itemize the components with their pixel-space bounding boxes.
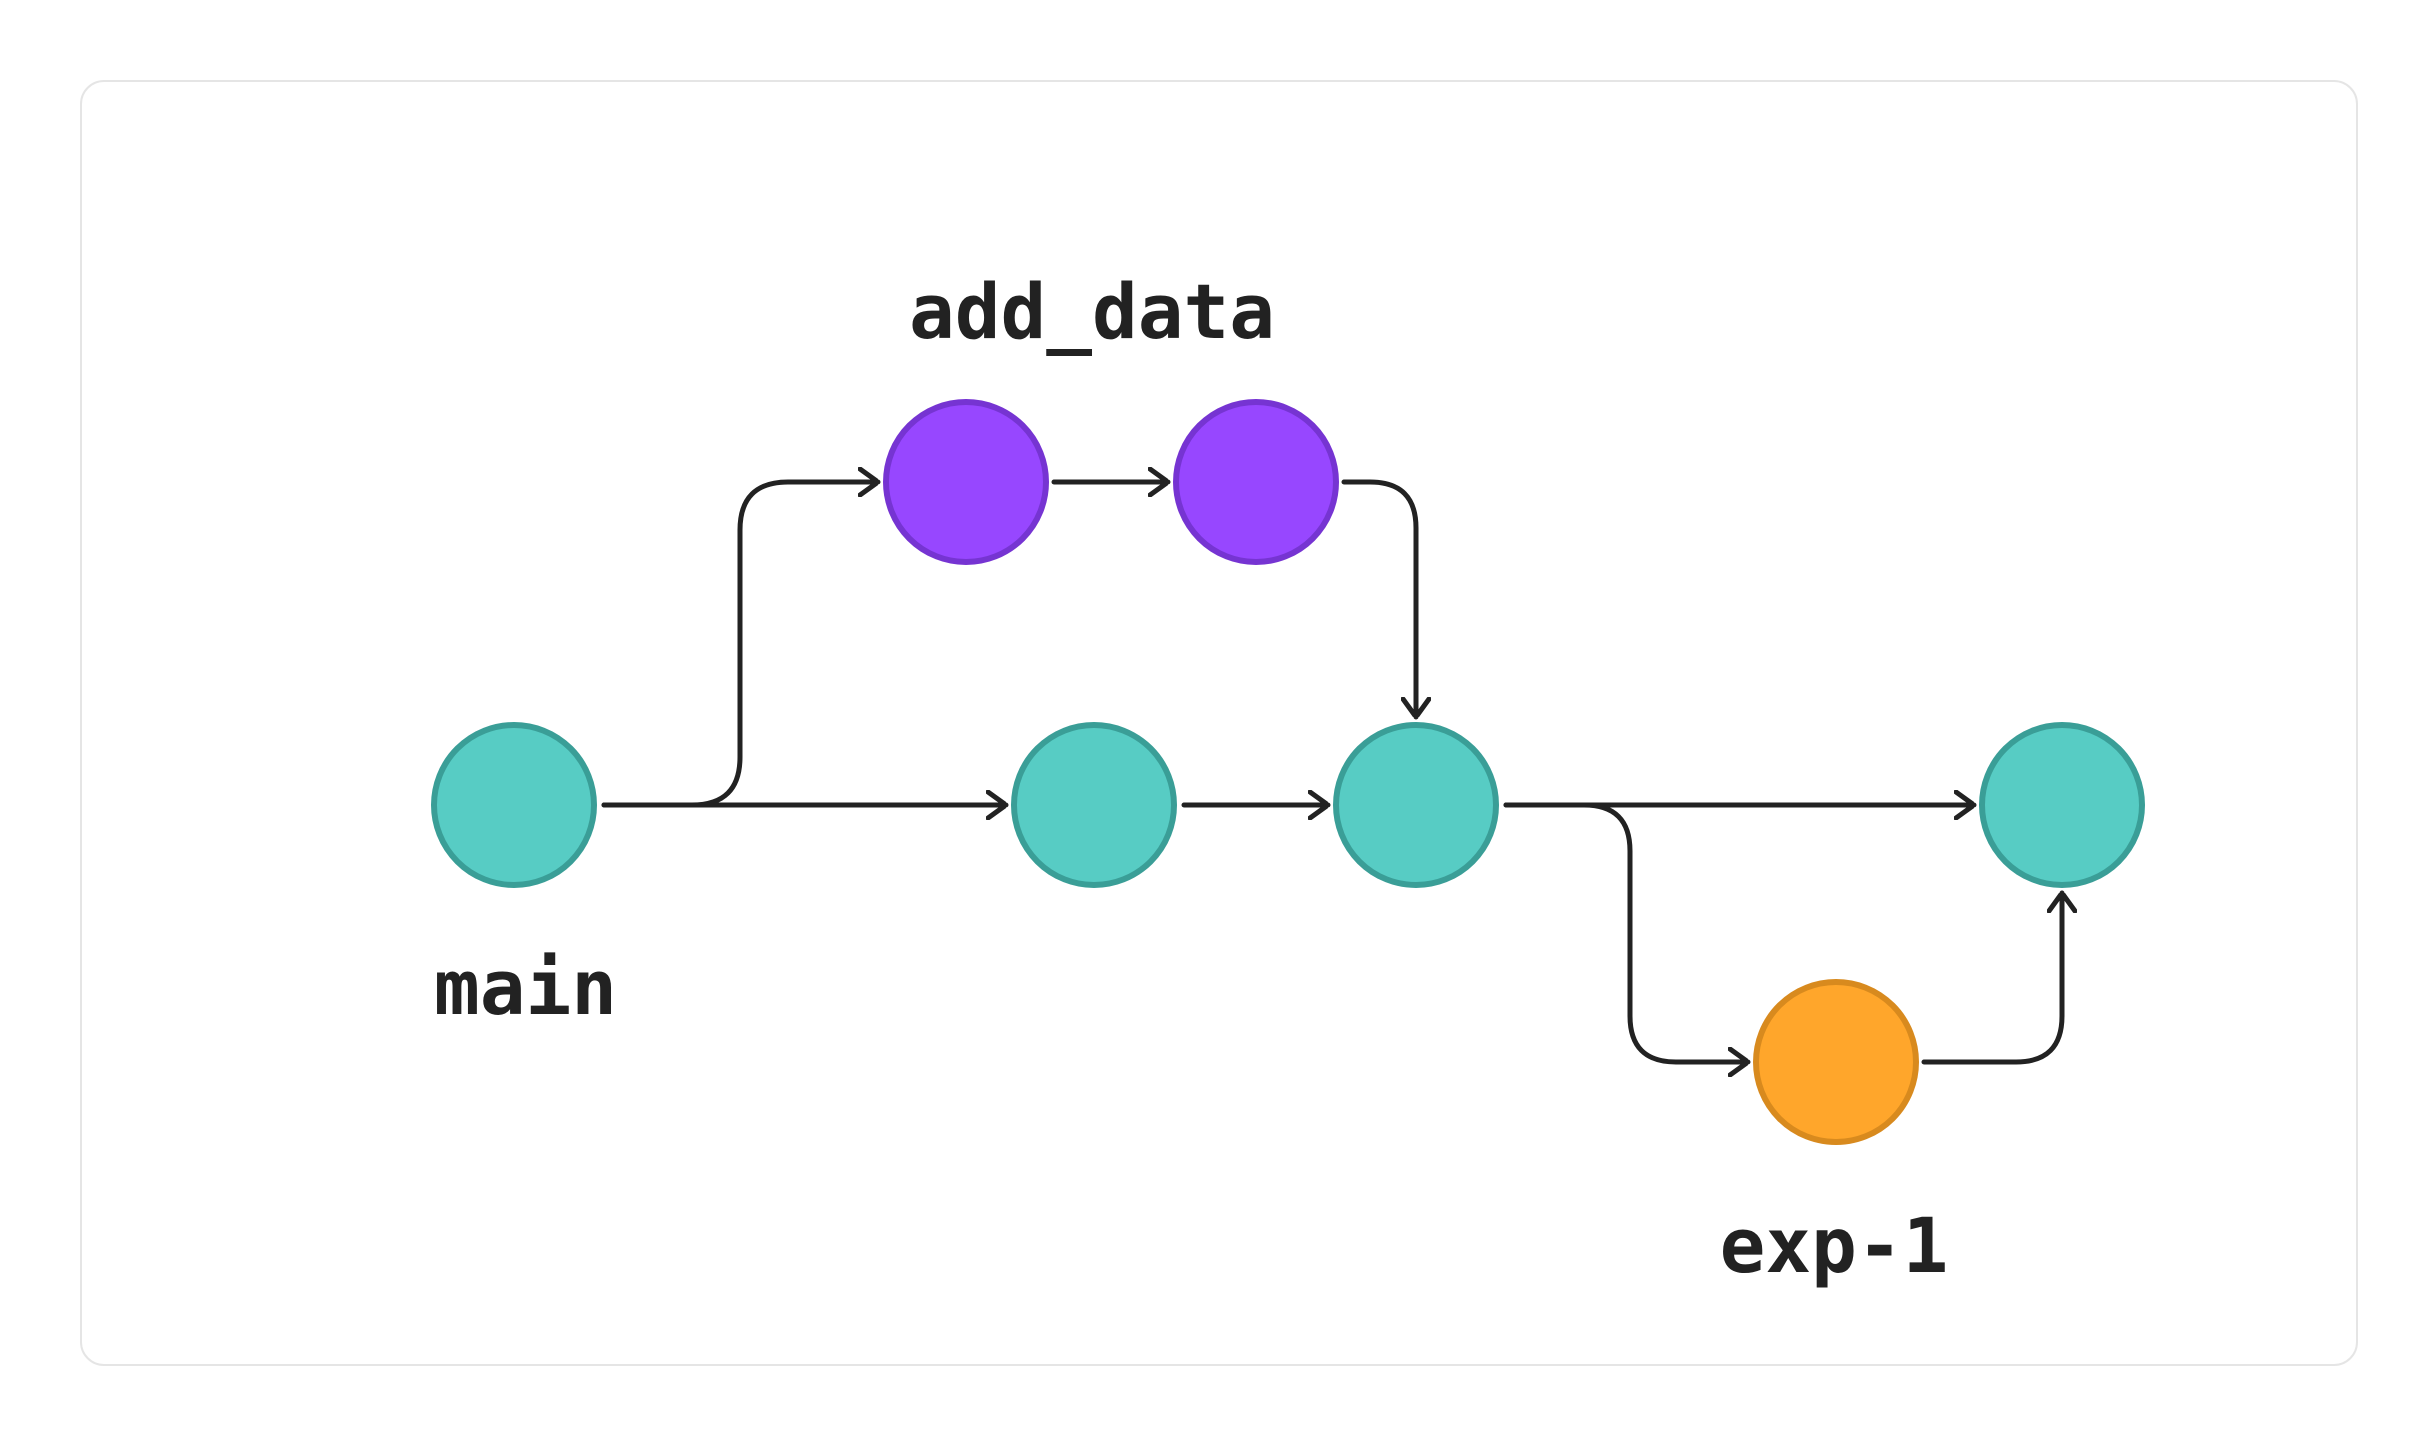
commit-node-a2 <box>1173 399 1339 565</box>
edge-e1-to-m4 <box>1921 890 2062 1065</box>
branch-label-main: main <box>434 943 617 1032</box>
branch-label-exp-1: exp-1 <box>1720 1201 1949 1290</box>
nodes-layer <box>431 399 2145 1145</box>
branch-label-add_data: add_data <box>909 267 1275 356</box>
diagram-card <box>80 80 2358 1366</box>
edge-a2-to-m3 <box>1341 479 1416 720</box>
edge-m1-to-a1 <box>601 482 881 808</box>
commit-node-a1 <box>883 399 1049 565</box>
edge-m3-to-e1 <box>1503 802 1751 1062</box>
commit-node-e1 <box>1753 979 1919 1145</box>
commit-node-m2 <box>1011 722 1177 888</box>
commit-node-m3 <box>1333 722 1499 888</box>
edges-layer <box>601 479 2062 1065</box>
commit-node-m4 <box>1979 722 2145 888</box>
commit-node-m1 <box>431 722 597 888</box>
